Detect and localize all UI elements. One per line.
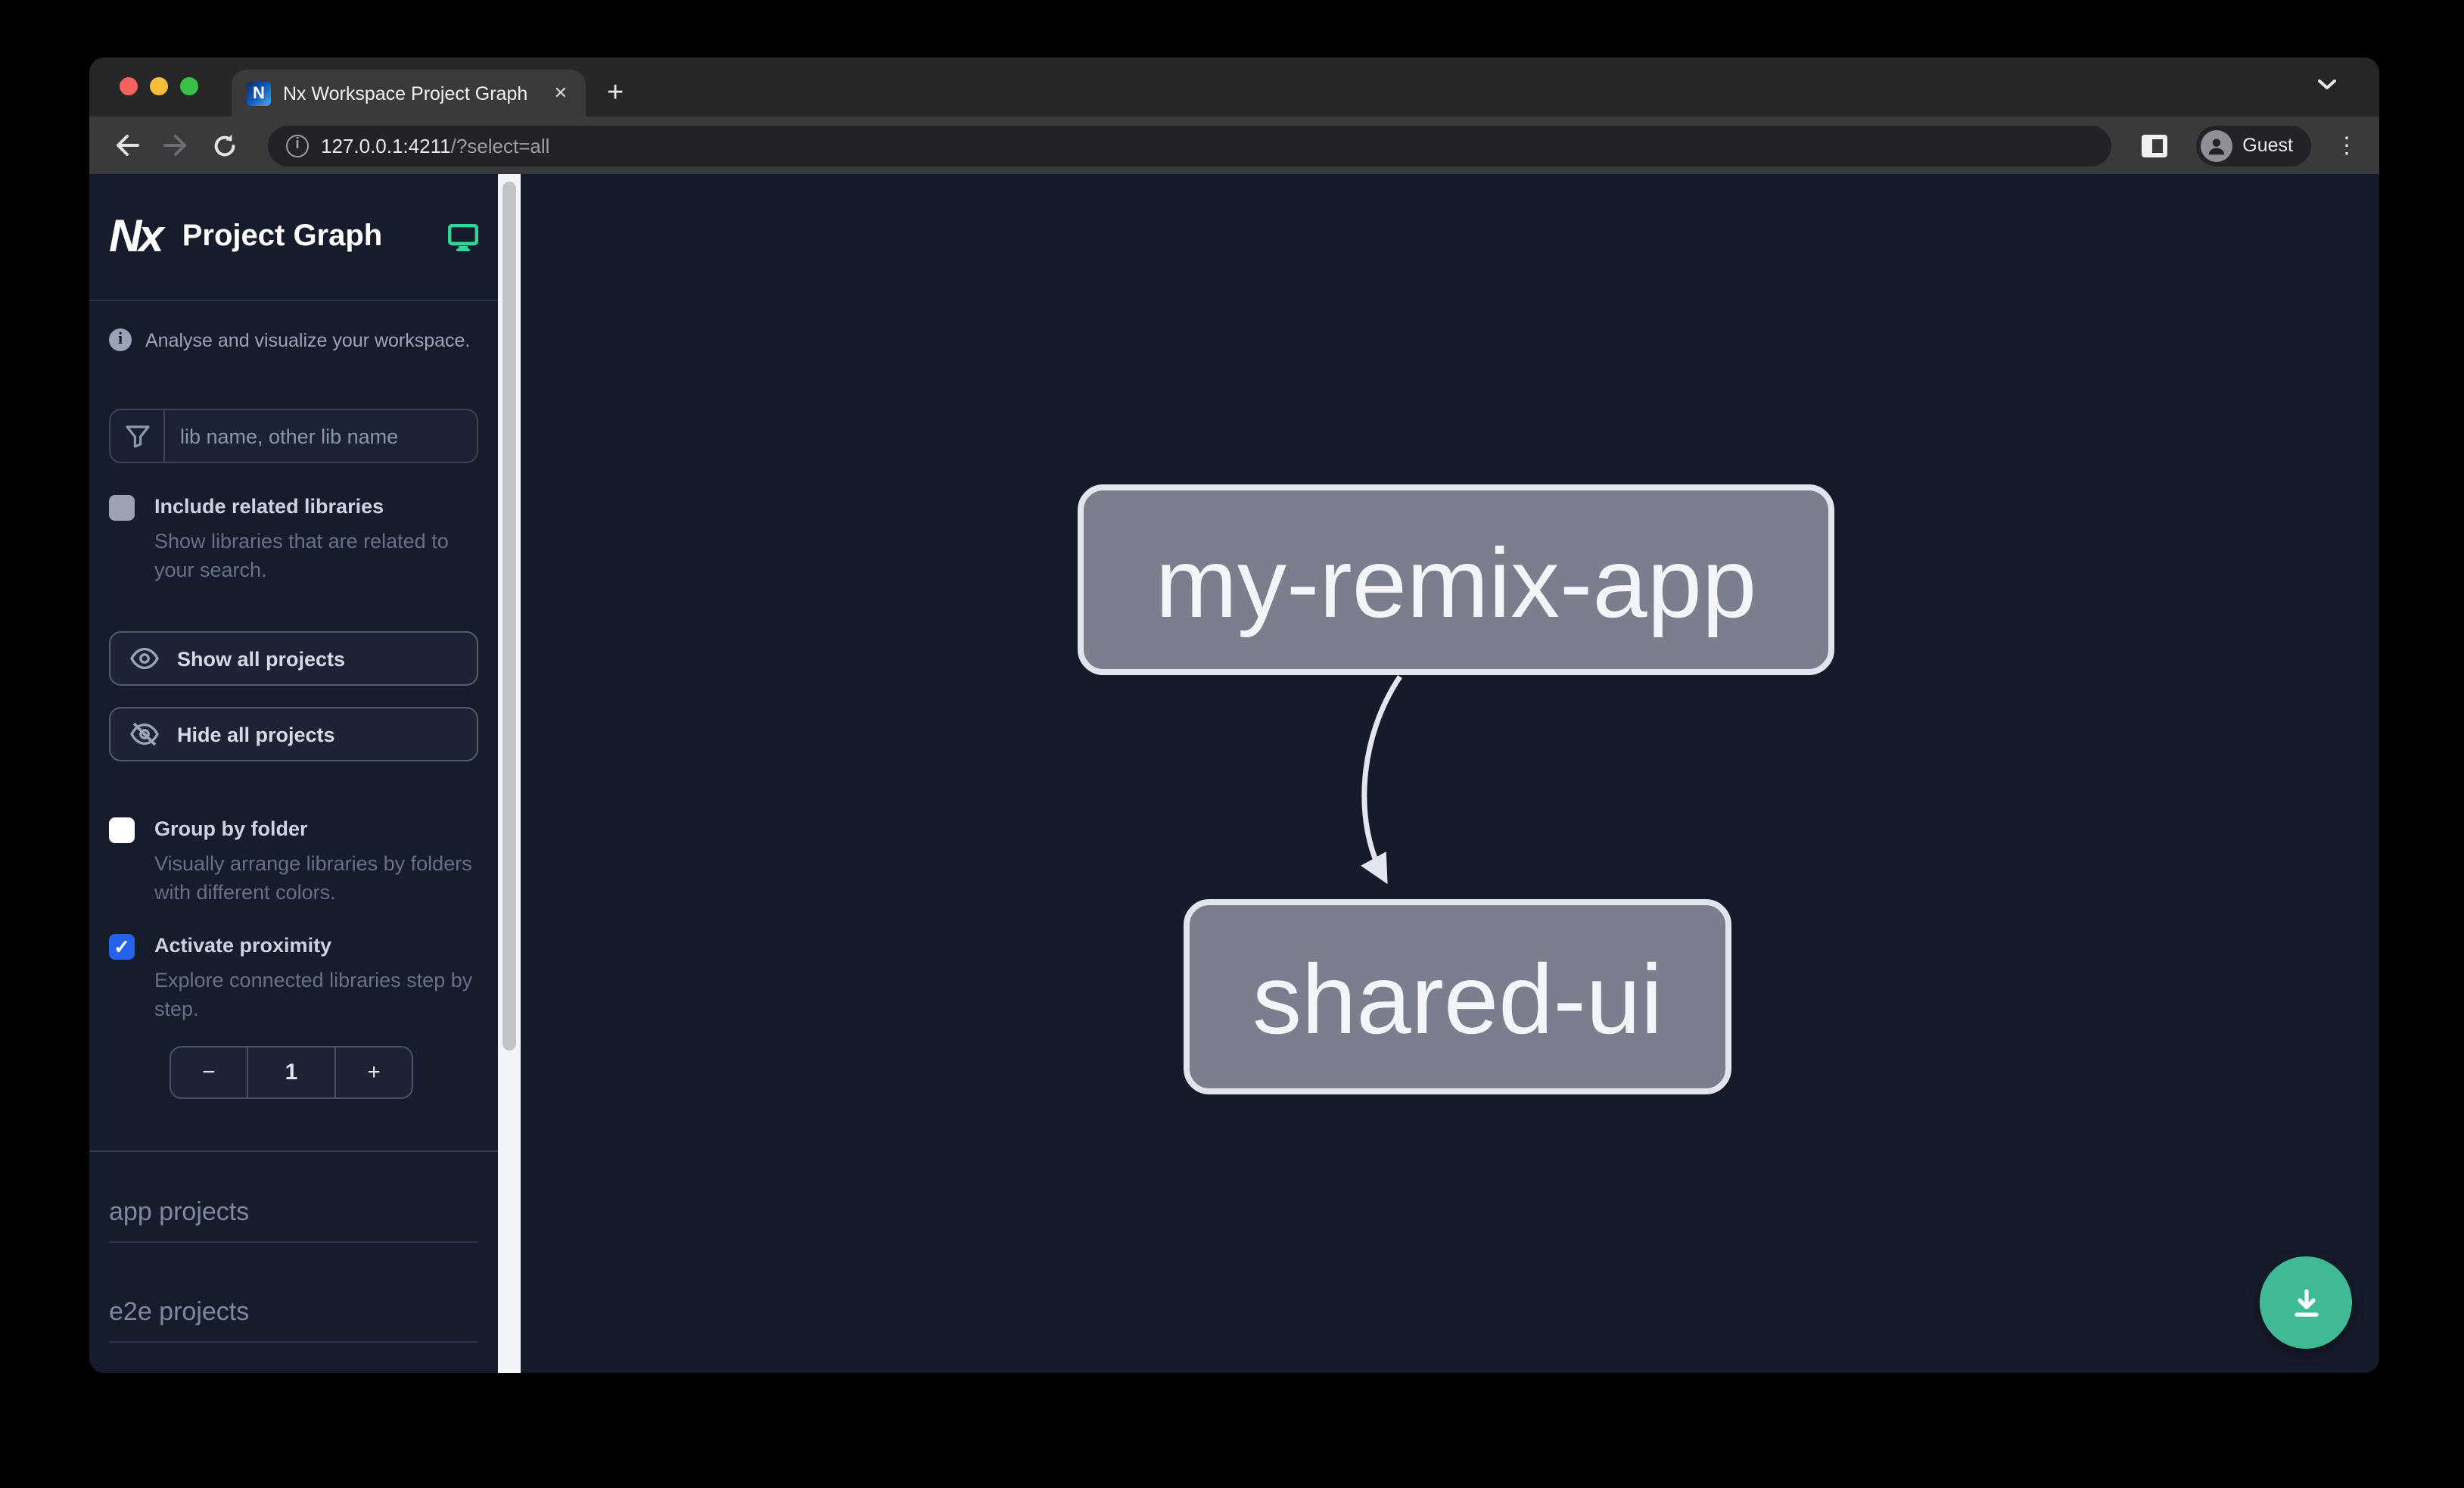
project-graph: my-remix-app shared-ui — [1078, 484, 1834, 1094]
download-image-button[interactable] — [2260, 1256, 2352, 1349]
search-field — [109, 409, 478, 463]
sidebar-scrollbar[interactable] — [498, 174, 521, 1373]
proximity-value: 1 — [248, 1048, 337, 1098]
activate-proximity-checkbox[interactable]: ✓ — [109, 934, 135, 960]
activate-proximity-description: Explore connected libraries step by step… — [154, 968, 473, 1021]
tab-strip: N Nx Workspace Project Graph ✕ + — [89, 58, 2379, 117]
download-icon — [2294, 1288, 2318, 1316]
browser-toolbar: i 127.0.0.1:4211/?select=all Guest ⋮ — [89, 117, 2379, 174]
activate-proximity-label: Activate proximity — [154, 934, 332, 957]
hide-all-projects-label: Hide all projects — [177, 723, 335, 746]
back-button[interactable] — [107, 126, 147, 165]
include-related-option: ✓ Include related libraries Show librari… — [109, 493, 478, 586]
check-icon: ✓ — [114, 935, 130, 959]
side-panel-icon[interactable] — [2135, 126, 2174, 165]
graph-node-shared-ui[interactable]: shared-ui — [1184, 899, 1731, 1094]
profile-button[interactable]: Guest — [2195, 125, 2311, 166]
app-title: Project Graph — [182, 219, 383, 253]
scrollbar-thumb[interactable] — [502, 182, 516, 1051]
section-app-projects: app projects — [109, 1197, 478, 1244]
include-related-description: Show libraries that are related to your … — [154, 529, 449, 582]
nx-favicon-icon: N — [247, 81, 271, 105]
tagline-row: i Analyse and visualize your workspace. — [109, 328, 478, 351]
group-by-folder-description: Visually arrange libraries by folders wi… — [154, 851, 472, 904]
new-tab-button[interactable]: + — [607, 77, 624, 109]
sidebar: Nx Project Graph i Analyse and visualize… — [89, 174, 498, 1373]
include-related-label: Include related libraries — [154, 495, 384, 518]
proximity-increment-button[interactable]: + — [367, 1060, 381, 1086]
avatar-icon — [2200, 129, 2232, 161]
reload-button[interactable] — [204, 126, 244, 165]
section-e2e-projects: e2e projects — [109, 1297, 478, 1343]
sidebar-divider — [89, 1150, 498, 1153]
info-icon: i — [109, 328, 132, 351]
sidebar-header: Nx Project Graph — [89, 174, 498, 301]
tab-title: Nx Workspace Project Graph — [283, 82, 528, 104]
proximity-stepper: − 1 + — [170, 1046, 413, 1100]
minimize-window-button[interactable] — [150, 77, 168, 95]
hide-all-projects-button[interactable]: Hide all projects — [109, 707, 478, 762]
site-info-icon[interactable]: i — [286, 134, 309, 157]
group-by-folder-checkbox[interactable]: ✓ — [109, 817, 135, 844]
close-window-button[interactable] — [120, 77, 138, 95]
edge-my-remix-app-to-shared-ui — [1361, 675, 1402, 885]
tab-search-chevron-icon[interactable] — [2317, 79, 2337, 91]
traffic-lights — [120, 77, 198, 95]
url-text: 127.0.0.1:4211/?select=all — [321, 134, 550, 157]
profile-label: Guest — [2242, 135, 2293, 156]
tagline-text: Analyse and visualize your workspace. — [145, 329, 471, 350]
browser-tab[interactable]: N Nx Workspace Project Graph ✕ — [232, 70, 586, 117]
rankdir-monitor-icon[interactable] — [448, 223, 478, 251]
zoom-window-button[interactable] — [180, 77, 198, 95]
show-all-projects-label: Show all projects — [177, 647, 346, 671]
include-related-checkbox[interactable]: ✓ — [109, 495, 135, 521]
show-all-projects-button[interactable]: Show all projects — [109, 631, 478, 686]
group-by-folder-label: Group by folder — [154, 817, 308, 841]
address-bar[interactable]: i 127.0.0.1:4211/?select=all — [268, 125, 2111, 166]
forward-button[interactable] — [156, 126, 195, 165]
proximity-decrement-button[interactable]: − — [171, 1048, 248, 1098]
group-by-folder-option: ✓ Group by folder Visually arrange libra… — [109, 816, 478, 908]
graph-canvas[interactable]: my-remix-app shared-ui — [521, 174, 2379, 1373]
search-input[interactable] — [165, 410, 477, 462]
close-tab-icon[interactable]: ✕ — [553, 85, 568, 103]
node-label: my-remix-app — [1156, 528, 1757, 638]
browser-menu-icon[interactable]: ⋮ — [2335, 133, 2358, 159]
nx-logo: Nx — [109, 211, 164, 261]
graph-node-my-remix-app[interactable]: my-remix-app — [1078, 484, 1834, 675]
node-label: shared-ui — [1252, 944, 1663, 1054]
filter-icon — [110, 410, 165, 462]
activate-proximity-option: ✓ Activate proximity Explore connected l… — [109, 932, 478, 1025]
browser-window: N Nx Workspace Project Graph ✕ + i 127.0 — [89, 58, 2379, 1373]
